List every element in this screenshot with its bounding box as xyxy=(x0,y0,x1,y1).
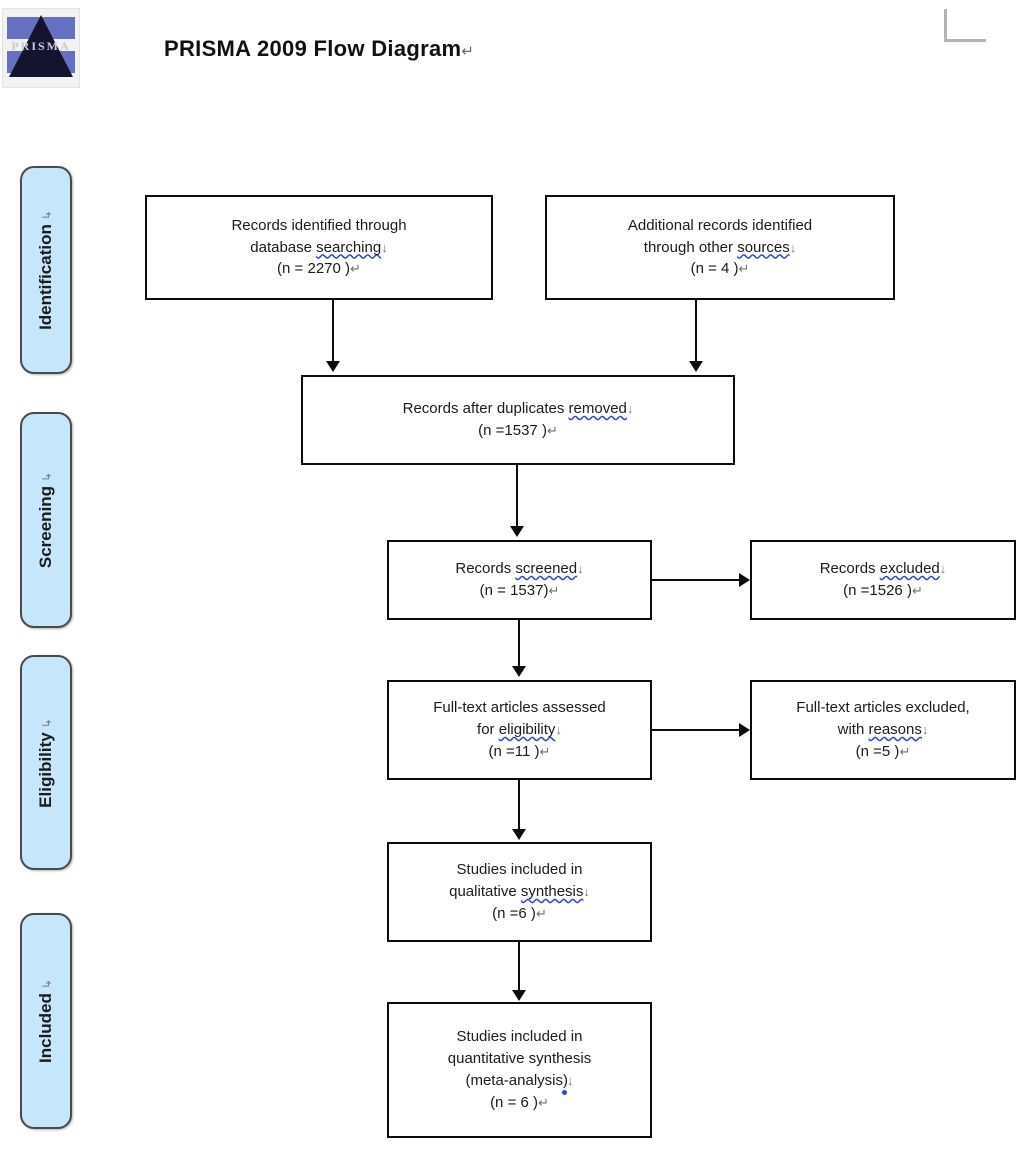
paragraph-mark: ↵ xyxy=(548,583,560,598)
stage-label-included-text: Included↳ xyxy=(36,979,55,1063)
paragraph-mark: ↵ xyxy=(546,423,558,438)
duplicates-line2: (n =1537 ) xyxy=(478,422,547,439)
paragraph-mark: ↵ xyxy=(538,1094,549,1110)
db-search-line1: Records identified through xyxy=(231,216,407,234)
screened-line2: (n = 1537) xyxy=(479,582,549,599)
connector-other-to-duplicates xyxy=(695,300,697,363)
prisma-logo: PRISMA xyxy=(2,8,80,88)
stage-label-included: Included↳ xyxy=(20,913,72,1129)
quantitative-line1: Studies included in xyxy=(456,1028,583,1046)
quantitative-line4: (n = 6 ) xyxy=(490,1093,538,1111)
fulltext-assessed-line3: (n =11 ) xyxy=(488,742,540,760)
paragraph-mark: ↵ xyxy=(899,743,911,759)
other-sources-line2-plain: through other xyxy=(643,238,738,256)
arrowhead-fulltext-to-excluded xyxy=(739,723,750,737)
fulltext-excluded-line1: Full-text articles excluded, xyxy=(796,699,970,717)
fulltext-excluded-line2-flagged: reasons xyxy=(868,721,922,739)
stage-mark-included: ↳ xyxy=(40,979,54,990)
arrowhead-screened-to-fulltext xyxy=(512,666,526,677)
line-break-mark: ↓ xyxy=(921,722,929,738)
screened-line1-plain: Records xyxy=(455,560,516,578)
stage-mark-screening: ↳ xyxy=(40,471,54,482)
connector-screened-to-fulltext xyxy=(518,620,520,668)
box-records-after-duplicates-removed: Records after duplicates removed↓ (n =15… xyxy=(301,375,735,465)
stage-mark-eligibility: ↳ xyxy=(40,717,54,728)
screened-line1-flagged: screened xyxy=(515,560,578,578)
excluded-line1-plain: Records xyxy=(819,560,880,578)
page-title: PRISMA 2009 Flow Diagram↵ xyxy=(164,36,474,62)
paragraph-mark: ↵ xyxy=(539,743,551,759)
line-break-mark: ↓ xyxy=(626,401,634,417)
qualitative-line1: Studies included in xyxy=(456,861,583,879)
db-search-line3: (n = 2270 ) xyxy=(277,260,351,278)
paragraph-mark: ↵ xyxy=(911,583,923,598)
arrowhead-db-to-duplicates xyxy=(326,361,340,372)
box-records-excluded: Records excluded↓ (n =1526 )↵ xyxy=(750,540,1016,620)
fulltext-assessed-line1: Full-text articles assessed xyxy=(433,699,606,717)
stage-label-identification-text: Identification↳ xyxy=(36,210,55,330)
arrowhead-fulltext-to-qualitative xyxy=(512,829,526,840)
page-title-text: PRISMA 2009 Flow Diagram xyxy=(164,36,462,61)
line-break-mark: ↓ xyxy=(939,561,947,577)
qualitative-line2-flagged: synthesis xyxy=(520,883,584,901)
line-break-mark: ↓ xyxy=(789,239,797,255)
logo-triangle-icon xyxy=(9,15,73,77)
other-sources-line3: (n = 4 ) xyxy=(690,260,739,278)
qualitative-line3: (n =6 ) xyxy=(492,904,536,922)
stage-label-eligibility: Eligibility↳ xyxy=(20,655,72,870)
connector-screened-to-excluded xyxy=(652,579,739,581)
duplicates-line1-plain: Records after duplicates xyxy=(402,400,569,418)
stage-label-screening-text: Screening↳ xyxy=(36,471,55,569)
logo-wordmark: PRISMA xyxy=(11,39,71,53)
other-sources-line1: Additional records identified xyxy=(627,216,813,234)
quantitative-line3: (meta-analysis) xyxy=(465,1072,568,1089)
fulltext-assessed-line2-flagged: eligibility xyxy=(498,721,556,739)
connector-duplicates-to-screened xyxy=(516,465,518,528)
qualitative-line2-plain: qualitative xyxy=(449,883,521,901)
crop-mark xyxy=(944,9,986,42)
arrowhead-duplicates-to-screened xyxy=(510,526,524,537)
stage-label-eligibility-text: Eligibility↳ xyxy=(36,717,55,808)
box-records-identified-database: Records identified through database sear… xyxy=(145,195,493,300)
excluded-line1-flagged: excluded xyxy=(879,560,940,578)
paragraph-mark: ↵ xyxy=(461,43,475,60)
box-fulltext-assessed: Full-text articles assessed for eligibil… xyxy=(387,680,652,780)
line-break-mark: ↓ xyxy=(583,884,590,900)
connector-qualitative-to-quantitative xyxy=(518,942,520,992)
paragraph-mark: ↵ xyxy=(350,261,361,277)
paragraph-mark: ↵ xyxy=(738,261,750,277)
quantitative-line2: quantitative synthesis xyxy=(447,1050,592,1068)
connector-db-to-duplicates xyxy=(332,300,334,363)
box-additional-records-other-sources: Additional records identified through ot… xyxy=(545,195,895,300)
box-quantitative-synthesis: Studies included in quantitative synthes… xyxy=(387,1002,652,1138)
box-records-screened: Records screened↓ (n = 1537)↵ xyxy=(387,540,652,620)
line-break-mark: ↓ xyxy=(567,1073,574,1088)
paragraph-mark: ↵ xyxy=(535,905,547,921)
arrowhead-screened-to-excluded xyxy=(739,573,750,587)
line-break-mark: ↓ xyxy=(381,239,388,255)
db-search-line2-flagged: searching xyxy=(316,238,382,256)
db-search-line2-plain: database xyxy=(250,238,317,256)
line-break-mark: ↓ xyxy=(555,722,562,738)
fulltext-excluded-line2-plain: with xyxy=(837,721,869,739)
grammar-mark-icon xyxy=(562,1089,567,1095)
excluded-line2: (n =1526 ) xyxy=(843,582,912,599)
arrowhead-qualitative-to-quantitative xyxy=(512,990,526,1001)
stage-label-screening: Screening↳ xyxy=(20,412,72,628)
connector-fulltext-to-excluded xyxy=(652,729,739,731)
stage-label-identification: Identification↳ xyxy=(20,166,72,374)
fulltext-excluded-line3: (n =5 ) xyxy=(855,742,900,760)
connector-fulltext-to-qualitative xyxy=(518,780,520,831)
fulltext-assessed-line2-plain: for xyxy=(477,721,499,739)
box-fulltext-excluded: Full-text articles excluded, with reason… xyxy=(750,680,1016,780)
line-break-mark: ↓ xyxy=(577,561,584,577)
duplicates-line1-flagged: removed xyxy=(568,400,627,418)
box-qualitative-synthesis: Studies included in qualitative synthesi… xyxy=(387,842,652,942)
stage-mark-identification: ↳ xyxy=(40,210,54,221)
arrowhead-other-to-duplicates xyxy=(689,361,703,372)
other-sources-line2-flagged: sources xyxy=(737,238,790,256)
